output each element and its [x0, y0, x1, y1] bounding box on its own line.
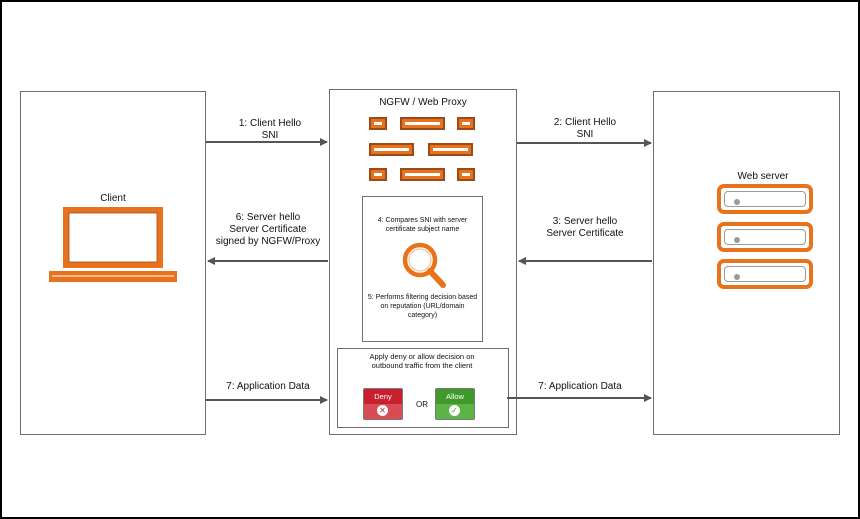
- or-label: OR: [416, 400, 428, 409]
- allow-check-icon: ✓: [449, 405, 460, 416]
- arrow-6-label: 6: Server hello Server Certificate signe…: [208, 212, 328, 248]
- server-title: Web server: [737, 171, 789, 182]
- filtering-decision-text: 5: Performs filtering decision based on …: [367, 294, 478, 319]
- arrow-3-label: 3: Server hello Server Certificate: [525, 216, 645, 240]
- arrow-6-line3: signed by NGFW/Proxy: [215, 236, 321, 247]
- client-title: Client: [100, 193, 126, 204]
- allow-button[interactable]: Allow ✓: [435, 388, 475, 420]
- arrow-7-right-label: 7: Application Data: [538, 381, 622, 392]
- arrow-6-line2: Server Certificate: [229, 224, 307, 235]
- deny-x-icon: ✕: [377, 405, 388, 416]
- arrow-1-line1: 1: Client Hello: [238, 118, 302, 129]
- laptop-icon: [49, 207, 177, 282]
- arrow-7-left-label: 7: Application Data: [226, 381, 310, 392]
- allow-label: Allow: [446, 392, 464, 401]
- client-box: [20, 91, 206, 435]
- decision-text: Apply deny or allow decision on outbound…: [369, 352, 475, 370]
- arrow-1-line2: SNI: [261, 130, 279, 141]
- inspection-panel: [362, 196, 483, 342]
- deny-label: Deny: [374, 392, 392, 401]
- proxy-title: NGFW / Web Proxy: [379, 97, 467, 108]
- arrow-2-line1: 2: Client Hello: [553, 117, 617, 128]
- arrow-2-line2: SNI: [576, 129, 594, 140]
- arrow-3-line1: 3: Server hello: [552, 216, 618, 227]
- arrow-6-line1: 6: Server hello: [235, 212, 301, 223]
- arrow-3-line2: Server Certificate: [546, 228, 624, 239]
- magnifier-icon: [402, 242, 446, 288]
- compare-sni-text: 4: Compares SNI with server certificate …: [377, 217, 468, 233]
- arrow-2-label: 2: Client Hello SNI: [530, 117, 640, 141]
- deny-button[interactable]: Deny ✕: [363, 388, 403, 420]
- arrow-1-label: 1: Client Hello SNI: [220, 118, 320, 142]
